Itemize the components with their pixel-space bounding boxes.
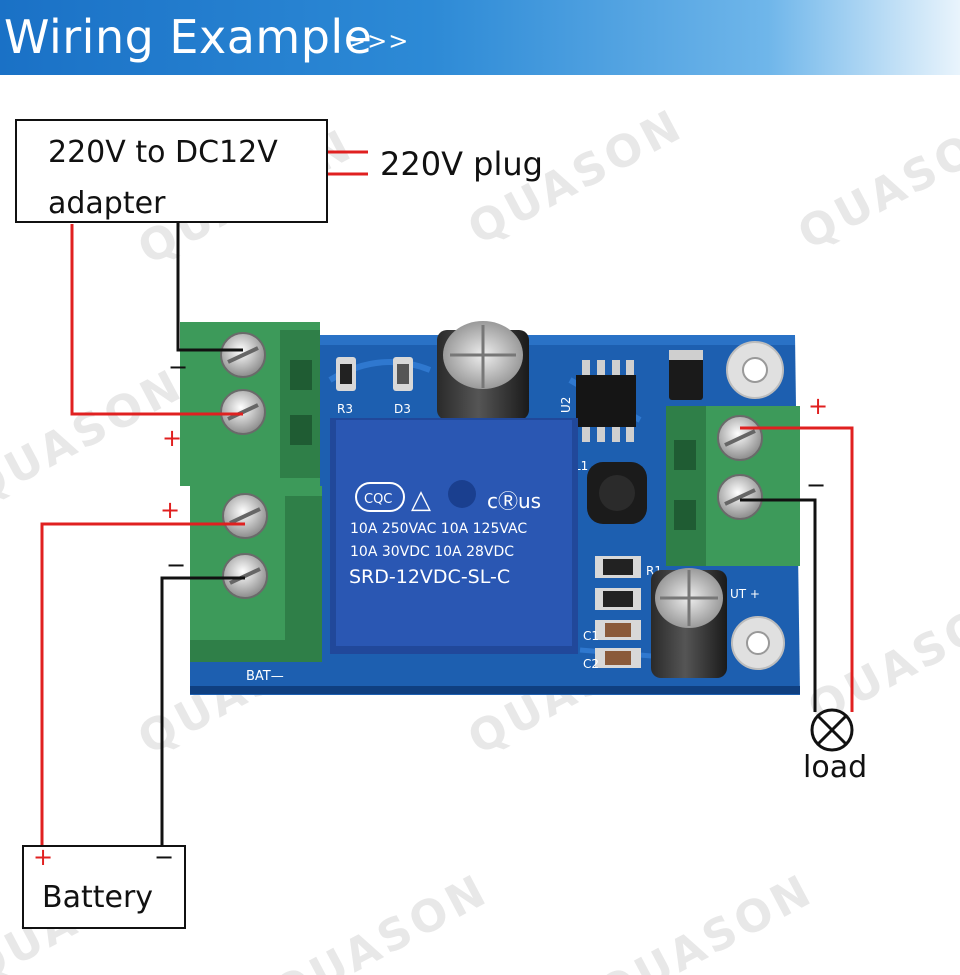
silk-r3: R3: [337, 402, 353, 416]
smd-cluster: R1 C1 C2: [583, 556, 662, 671]
adapter-label-line2: adapter: [48, 186, 166, 221]
silk-c2: C2: [583, 657, 599, 671]
wire-adapter-positive: [70, 224, 243, 416]
wire-battery-positive: [40, 522, 245, 846]
silk-out: UT +: [730, 587, 760, 601]
plug-label: 220V plug: [380, 145, 543, 183]
load-lamp-symbol: [810, 708, 854, 752]
battery-polarity-minus: −: [154, 843, 175, 871]
capacitor-top: [437, 321, 529, 420]
mount-hole-top: [726, 341, 784, 399]
smd-diode: [669, 350, 703, 400]
silk-bat: BAT—: [246, 669, 284, 684]
battery-polarity-plus: +: [33, 843, 54, 871]
terminal-adapter: [180, 322, 320, 486]
ic-u2: U2: [559, 360, 636, 442]
relay-mark-cus: cⓇus: [487, 489, 541, 513]
battery-label: Battery: [42, 880, 154, 915]
wire-load-positive: [740, 426, 854, 712]
mount-hole-bottom: [731, 616, 785, 670]
relay: CQC △ cⓇus 10A 250VAC 10A 125VAC 10A 30V…: [330, 418, 578, 654]
capacitor-bottom: [651, 568, 727, 678]
relay-rating-1: 10A 250VAC 10A 125VAC: [350, 521, 527, 537]
page-title: Wiring Example: [4, 10, 373, 64]
battery-box: [22, 845, 186, 929]
polarity-plus-battery-terminal: +: [160, 496, 180, 524]
polarity-minus-adapter: −: [168, 353, 188, 381]
silk-d3: D3: [394, 402, 411, 416]
terminal-battery: BAT—: [190, 486, 322, 684]
polarity-minus-output: −: [806, 471, 826, 499]
terminal-output: UT +: [666, 406, 800, 601]
relay-mark-cqc: CQC: [364, 492, 392, 507]
relay-model: SRD-12VDC-SL-C: [349, 566, 510, 588]
relay-mark-triangle: △: [411, 485, 431, 515]
adapter-box: [15, 119, 328, 223]
wire-adapter-negative: [176, 222, 243, 352]
silk-u2: U2: [559, 397, 573, 413]
header-bar: Wiring Example >>>: [0, 0, 960, 75]
polarity-plus-output: +: [808, 392, 828, 420]
header-arrows: >>>: [346, 27, 410, 55]
polarity-minus-battery-terminal: −: [166, 551, 186, 579]
wire-load-negative: [740, 498, 817, 712]
relay-rating-2: 10A 30VDC 10A 28VDC: [350, 544, 514, 560]
adapter-label-line1: 220V to DC12V: [48, 135, 278, 170]
load-label: load: [803, 750, 868, 785]
polarity-plus-adapter: +: [162, 424, 182, 452]
wire-battery-negative: [160, 576, 245, 846]
silk-c1: C1: [583, 629, 599, 643]
